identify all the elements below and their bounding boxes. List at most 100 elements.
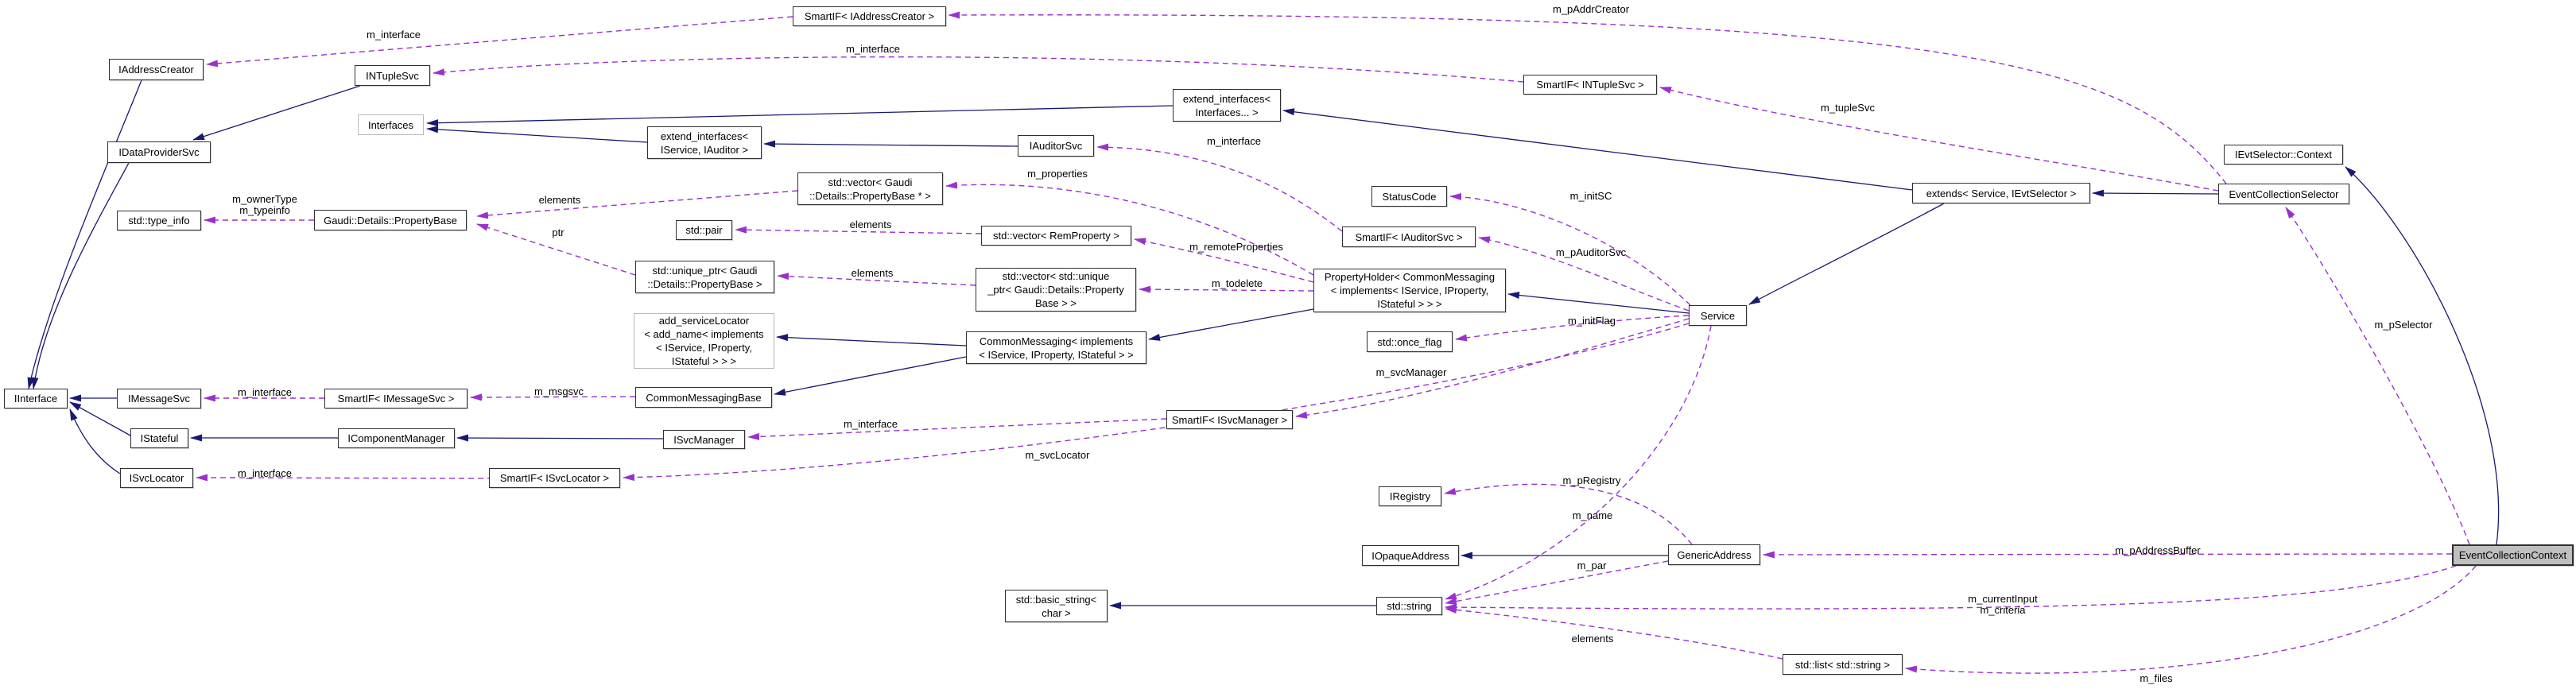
node-std-vector-remproperty[interactable]: std::vector< RemProperty > bbox=[981, 226, 1131, 246]
node-intuplesvc[interactable]: INTupleSvc bbox=[355, 65, 430, 86]
inheritance-edge-4 bbox=[69, 401, 131, 436]
inheritance-edge-12 bbox=[776, 334, 967, 346]
usage-edge-m_remoteProperties bbox=[1134, 238, 1314, 283]
edge-label-m_files: m_files bbox=[2140, 672, 2173, 684]
usage-edge-m_tupleSvc bbox=[1659, 87, 2219, 192]
edge-label-m_initSC: m_initSC bbox=[1569, 190, 1612, 202]
edge-label-m_pSelector: m_pSelector bbox=[2374, 319, 2433, 331]
inheritance-edge-1 bbox=[31, 162, 130, 389]
edge-label-elements: elements bbox=[1571, 633, 1614, 645]
usage-edge-m_initFlag bbox=[1455, 315, 1690, 342]
node-std-once-flag[interactable]: std::once_flag bbox=[1367, 331, 1453, 352]
node-smartif-iaddresscreator[interactable]: SmartIF< IAddressCreator > bbox=[793, 6, 946, 26]
edge-label-m_initFlag: m_initFlag bbox=[1568, 315, 1616, 327]
node-std-pair[interactable]: std::pair bbox=[676, 220, 732, 240]
node-statuscode[interactable]: StatusCode bbox=[1371, 186, 1447, 207]
edge-label-ptr: ptr bbox=[552, 226, 564, 238]
usage-edge-m_pAddressBuffer bbox=[1763, 551, 2453, 559]
usage-edge-ptr bbox=[476, 223, 636, 276]
node-idataprovidersvc[interactable]: IDataProviderSvc bbox=[107, 141, 211, 163]
edge-label-m_pRegistry: m_pRegistry bbox=[1562, 474, 1621, 486]
inheritance-edge-15 bbox=[1748, 203, 1945, 305]
usage-edge-elements bbox=[1445, 606, 1783, 660]
node-gaudi-details-propertybase[interactable]: Gaudi::Details::PropertyBase bbox=[314, 210, 467, 230]
usage-edge-m_currentInput bbox=[1445, 565, 2457, 611]
node-iopaqueaddress[interactable]: IOpaqueAddress bbox=[1362, 545, 1459, 566]
inheritance-edge-18 bbox=[2345, 166, 2500, 545]
edge-label-m_svcManager: m_svcManager bbox=[1375, 366, 1447, 378]
node-imessagesvc[interactable]: IMessageSvc bbox=[117, 389, 201, 408]
node-genericaddress[interactable]: GenericAddress bbox=[1668, 544, 1760, 565]
node-extend-interfaces-interfaces[interactable]: extend_interfaces< Interfaces... > bbox=[1173, 89, 1281, 122]
inheritance-edge-17 bbox=[2092, 189, 2219, 197]
node-std-type-info[interactable]: std::type_info bbox=[117, 211, 201, 230]
usage-edge-m_files bbox=[1905, 565, 2477, 674]
node-service[interactable]: Service bbox=[1689, 305, 1747, 326]
node-add-servicelocator-add-name-implements-iservice-iproperty-istateful: add_serviceLocator < add_name< implement… bbox=[634, 313, 774, 369]
node-eventcollectionselector[interactable]: EventCollectionSelector bbox=[2218, 184, 2349, 204]
node-iinterface[interactable]: IInterface bbox=[4, 389, 68, 408]
node-isvcmanager[interactable]: ISvcManager bbox=[663, 430, 745, 449]
edge-label-m_ownerType: m_ownerType m_typeinfo bbox=[232, 193, 297, 216]
edge-label-m_name: m_name bbox=[1572, 509, 1613, 521]
usage-edge-m_pAuditorSvc bbox=[1478, 236, 1690, 312]
inheritance-edge-16 bbox=[1282, 108, 1913, 191]
usage-edge-m_pSelector bbox=[2285, 207, 2470, 545]
inheritance-edge-14 bbox=[1507, 291, 1690, 314]
usage-edge-m_interface bbox=[1096, 143, 1343, 232]
node-std-basic-string-char[interactable]: std::basic_string< char > bbox=[1005, 590, 1108, 622]
node-std-vector-std-unique-ptr-gaudi-details-property-base[interactable]: std::vector< std::unique _ptr< Gaudi::De… bbox=[976, 268, 1136, 312]
node-iauditorsvc[interactable]: IAuditorSvc bbox=[1018, 135, 1094, 157]
edge-label-m_interface: m_interface bbox=[844, 418, 898, 430]
edge-label-elements: elements bbox=[849, 219, 892, 230]
usage-edge-elements bbox=[777, 273, 976, 286]
edge-label-m_todelete: m_todelete bbox=[1211, 277, 1263, 289]
node-smartif-isvcmanager[interactable]: SmartIF< ISvcManager > bbox=[1166, 410, 1293, 429]
node-std-vector-gaudi-details-propertybase[interactable]: std::vector< Gaudi ::Details::PropertyBa… bbox=[797, 172, 943, 205]
node-smartif-intuplesvc[interactable]: SmartIF< INTupleSvc > bbox=[1523, 75, 1657, 95]
edge-label-m_pAddrCreator: m_pAddrCreator bbox=[1552, 3, 1630, 15]
edge-label-m_interface: m_interface bbox=[238, 467, 292, 479]
usage-edge-m_initSC bbox=[1449, 192, 1691, 306]
inheritance-edge-8 bbox=[426, 105, 1174, 127]
node-std-unique-ptr-gaudi-details-propertybase[interactable]: std::unique_ptr< Gaudi ::Details::Proper… bbox=[635, 261, 774, 293]
edge-label-elements: elements bbox=[538, 194, 581, 206]
node-commonmessaging-implements-iservice-iproperty-istateful[interactable]: CommonMessaging< implements < IService, … bbox=[966, 331, 1146, 364]
usage-edge-elements bbox=[735, 226, 982, 234]
node-std-list-std-string[interactable]: std::list< std::string > bbox=[1783, 654, 1903, 675]
node-isvclocator[interactable]: ISvcLocator bbox=[120, 468, 193, 488]
node-iaddresscreator[interactable]: IAddressCreator bbox=[109, 59, 204, 80]
usage-edge-m_properties bbox=[945, 181, 1314, 276]
node-ievtselector-context[interactable]: IEvtSelector::Context bbox=[2224, 145, 2343, 165]
usage-edge-elements bbox=[476, 190, 798, 219]
node-istateful[interactable]: IStateful bbox=[130, 428, 188, 448]
edge-label-m_interface: m_interface bbox=[1207, 135, 1261, 147]
edge-label-m_properties: m_properties bbox=[1027, 168, 1088, 180]
node-propertyholder-commonmessaging-implements-iservice-iproperty-istateful[interactable]: PropertyHolder< CommonMessaging < implem… bbox=[1313, 269, 1506, 312]
edge-label-m_msgsvc: m_msgsvc bbox=[533, 385, 584, 397]
node-std-string[interactable]: std::string bbox=[1376, 597, 1442, 615]
node-interfaces: Interfaces bbox=[358, 114, 424, 135]
usage-edge-m_pRegistry bbox=[1444, 483, 1693, 545]
node-smartif-isvclocator[interactable]: SmartIF< ISvcLocator > bbox=[489, 468, 620, 488]
usage-edge-m_name bbox=[1445, 325, 1712, 600]
node-commonmessagingbase[interactable]: CommonMessagingBase bbox=[635, 387, 772, 408]
node-extend-interfaces-iservice-iauditor[interactable]: extend_interfaces< IService, IAuditor > bbox=[647, 126, 762, 159]
node-icomponentmanager[interactable]: IComponentManager bbox=[338, 428, 455, 448]
usage-edge-m_interface bbox=[747, 418, 1167, 440]
usage-edge-m_par bbox=[1445, 560, 1669, 606]
node-eventcollectioncontext: EventCollectionContext bbox=[2452, 544, 2574, 566]
node-smartif-iauditorsvc[interactable]: SmartIF< IAuditorSvc > bbox=[1342, 226, 1476, 247]
node-extends-service-ievtselector[interactable]: extends< Service, IEvtSelector > bbox=[1912, 183, 2090, 203]
edge-label-m_svcLocator: m_svcLocator bbox=[1025, 449, 1090, 461]
edge-label-m_par: m_par bbox=[1577, 559, 1607, 571]
node-iregistry[interactable]: IRegistry bbox=[1379, 486, 1441, 506]
edge-label-m_remoteProperties: m_remoteProperties bbox=[1189, 241, 1283, 253]
edge-label-m_pAddressBuffer: m_pAddressBuffer bbox=[2115, 544, 2201, 556]
edge-label-m_pAuditorSvc: m_pAuditorSvc bbox=[1555, 246, 1627, 258]
usage-edge-m_interface bbox=[433, 56, 1524, 83]
node-smartif-imessagesvc[interactable]: SmartIF< IMessageSvc > bbox=[324, 389, 467, 408]
usage-edge-m_pAddrCreator bbox=[948, 11, 2227, 184]
